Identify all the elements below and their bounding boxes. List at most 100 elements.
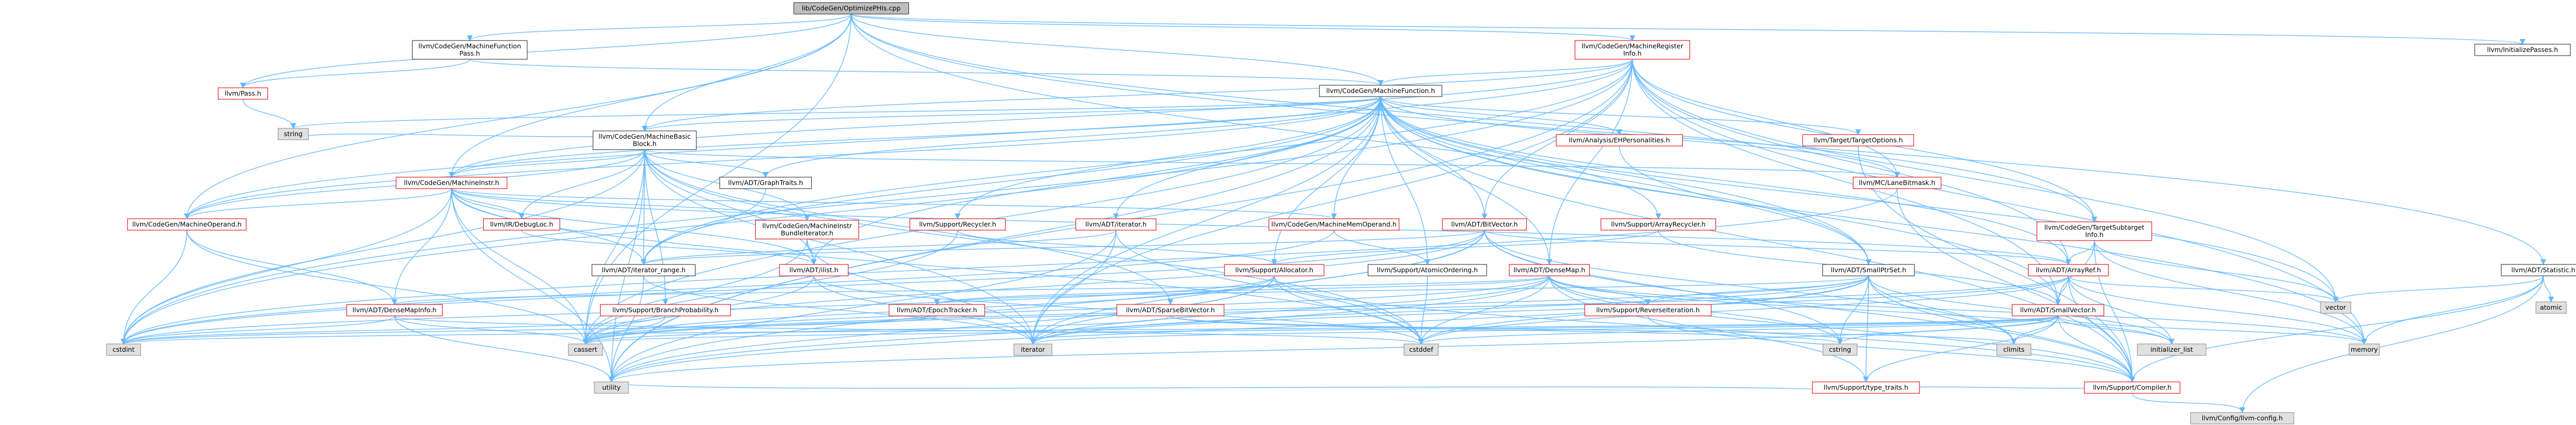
node-lanebm[interactable]: llvm/MC/LaneBitmask.h <box>1852 177 1942 189</box>
node-typetraits[interactable]: llvm/Support/type_traits.h <box>1812 381 1920 394</box>
node-label: llvm/Support/AtomicOrdering.h <box>1377 266 1478 274</box>
node-box <box>412 40 528 60</box>
edge-smallptrset-to-iterator <box>1030 275 1869 345</box>
edge-root-to-pass <box>240 14 852 89</box>
node-box <box>217 87 268 100</box>
edge-root-to-mf <box>851 14 1384 86</box>
node-debugloc[interactable]: llvm/IR/DebugLoc.h <box>483 218 561 231</box>
node-graphtraits[interactable]: llvm/ADT/GraphTraits.h <box>719 177 812 189</box>
edge-densemap-to-memory <box>1549 275 2367 345</box>
node-utility: utility <box>594 381 629 394</box>
node-densemap[interactable]: llvm/ADT/DenseMap.h <box>1509 264 1590 276</box>
node-mf[interactable]: llvm/CodeGen/MachineFunction.h <box>1319 85 1442 97</box>
edge-pass-to-string <box>242 99 296 129</box>
node-label: llvm/CodeGen/MachineInstr.h <box>404 179 499 187</box>
node-mop[interactable]: llvm/CodeGen/MachineOperand.h <box>127 218 247 231</box>
node-label: llvm/ADT/SmallPtrSet.h <box>1831 266 1906 274</box>
edge-densemap-to-epoch <box>934 275 1550 306</box>
node-label: llvm/CodeGen/MachineBasic <box>598 132 691 140</box>
edge-allocator-to-compiler <box>1274 275 2135 383</box>
node-cstdint: cstdint <box>106 343 141 356</box>
node-allocator[interactable]: llvm/Support/Allocator.h <box>1224 264 1325 276</box>
edge-mri-to-mf <box>1378 59 1633 86</box>
node-bitvector[interactable]: llvm/ADT/BitVector.h <box>1442 218 1527 231</box>
edge-mri-to-lanebm <box>1632 59 1900 178</box>
edge-mf-to-tgtopt <box>1380 96 1861 136</box>
node-label: llvm/CodeGen/MachineOperand.h <box>132 220 242 228</box>
node-minstr[interactable]: llvm/CodeGen/MachineInstr.h <box>396 177 508 189</box>
edge-root-to-tgtsub <box>851 14 2097 223</box>
edge-graphtraits-to-itrange <box>640 188 766 265</box>
edge-mmo-to-cstdint <box>120 230 1334 345</box>
node-ehpers[interactable]: llvm/Analysis/EHPersonalities.h <box>1556 134 1683 147</box>
edge-mri-to-mbb <box>642 59 1633 132</box>
node-branchprob[interactable]: llvm/Support/BranchProbability.h <box>599 304 731 316</box>
edge-statistic-to-vector <box>2333 275 2544 303</box>
node-label: llvm/ADT/ilist.h <box>789 266 838 274</box>
node-label: llvm/ADT/iterator_range.h <box>602 266 686 274</box>
node-tgtopt[interactable]: llvm/Target/TargetOptions.h <box>1802 134 1914 147</box>
node-compiler[interactable]: llvm/Support/Compiler.h <box>2084 381 2180 394</box>
node-box <box>483 218 561 231</box>
node-label: Info.h <box>2085 231 2103 238</box>
node-box <box>106 343 141 356</box>
node-smallptrset[interactable]: llvm/ADT/SmallPtrSet.h <box>1822 264 1915 276</box>
node-mmo[interactable]: llvm/CodeGen/MachineMemOperand.h <box>1269 218 1400 231</box>
edge-smallptrset-to-cassert <box>582 275 1869 345</box>
edge-mop-to-cstdint <box>120 230 187 345</box>
edge-arrayref-to-smallvector <box>2055 275 2069 306</box>
edge-typetraits-to-utility <box>609 381 1866 394</box>
node-box <box>2349 343 2380 356</box>
node-ilist[interactable]: llvm/ADT/ilist.h <box>779 264 849 276</box>
node-adtiter[interactable]: llvm/ADT/iterator.h <box>1075 218 1156 231</box>
edge-bitvector-to-itrange <box>640 230 1485 265</box>
node-pass[interactable]: llvm/Pass.h <box>217 87 268 100</box>
node-label: llvm/ADT/iterator.h <box>1085 220 1147 228</box>
edge-adtiter-to-cstddef <box>1115 230 1424 345</box>
node-densemapinfo[interactable]: llvm/ADT/DenseMapInfo.h <box>346 304 443 316</box>
node-box <box>909 218 1006 231</box>
node-box <box>1822 343 1858 356</box>
edge-root-to-mffpass <box>467 14 852 42</box>
edge-mop-to-cassert <box>186 230 589 345</box>
edge-epoch-to-cstdint <box>120 315 937 345</box>
edge-mbb-to-ilist <box>644 149 817 265</box>
edge-densemap-to-iterator <box>1030 275 1550 345</box>
node-sparsebv[interactable]: llvm/ADT/SparseBitVector.h <box>1116 304 1224 316</box>
edge-mbb-to-minstr <box>448 149 645 178</box>
edge-lanebm-to-cstdint <box>120 188 1898 345</box>
node-label: llvm/MC/LaneBitmask.h <box>1859 179 1935 187</box>
node-itrange[interactable]: llvm/ADT/iterator_range.h <box>591 264 696 276</box>
edge-root-to-mri <box>851 14 1635 42</box>
edge-ehpers-to-smallptrset <box>1619 145 1872 265</box>
node-iterator: iterator <box>1013 343 1053 356</box>
node-root[interactable]: lib/CodeGen/OptimizePHIs.cpp <box>793 2 909 15</box>
edge-mri-to-memory <box>1632 59 2367 345</box>
node-label: llvm/Support/Allocator.h <box>1235 266 1313 274</box>
node-mibundle[interactable]: llvm/CodeGen/MachineInstrBundleIterator.… <box>755 220 860 240</box>
node-reverseiter[interactable]: llvm/Support/ReverseIteration.h <box>1584 304 1712 316</box>
edge-arrayref-to-iterator <box>1030 275 2069 345</box>
node-arrayref[interactable]: llvm/ADT/ArrayRef.h <box>2028 264 2109 276</box>
node-label: cstring <box>1829 346 1851 353</box>
node-statistic[interactable]: llvm/ADT/Statistic.h <box>2501 264 2576 276</box>
node-box <box>1116 304 1224 316</box>
node-epoch[interactable]: llvm/ADT/EpochTracker.h <box>889 304 985 316</box>
node-recycler[interactable]: llvm/Support/Recycler.h <box>909 218 1006 231</box>
node-atomicord[interactable]: llvm/Support/AtomicOrdering.h <box>1368 264 1487 276</box>
node-label: llvm/CodeGen/MachineInstr <box>762 222 853 230</box>
edge-smallptrset-to-cstring <box>1837 275 1869 345</box>
edge-mf-to-mbb <box>642 96 1381 132</box>
node-arecycler[interactable]: llvm/Support/ArrayRecycler.h <box>1600 218 1716 231</box>
node-box <box>568 343 603 356</box>
edge-mbb-to-debugloc <box>519 149 645 220</box>
edge-smallvector-to-typetraits <box>1863 315 2059 383</box>
node-smallvector[interactable]: llvm/ADT/SmallVector.h <box>2012 304 2105 316</box>
edge-root-to-initpasses <box>851 14 2525 45</box>
node-label: llvm/ADT/DenseMapInfo.h <box>352 306 437 314</box>
node-initpasses[interactable]: llvm/InitializePasses.h <box>2474 44 2571 56</box>
